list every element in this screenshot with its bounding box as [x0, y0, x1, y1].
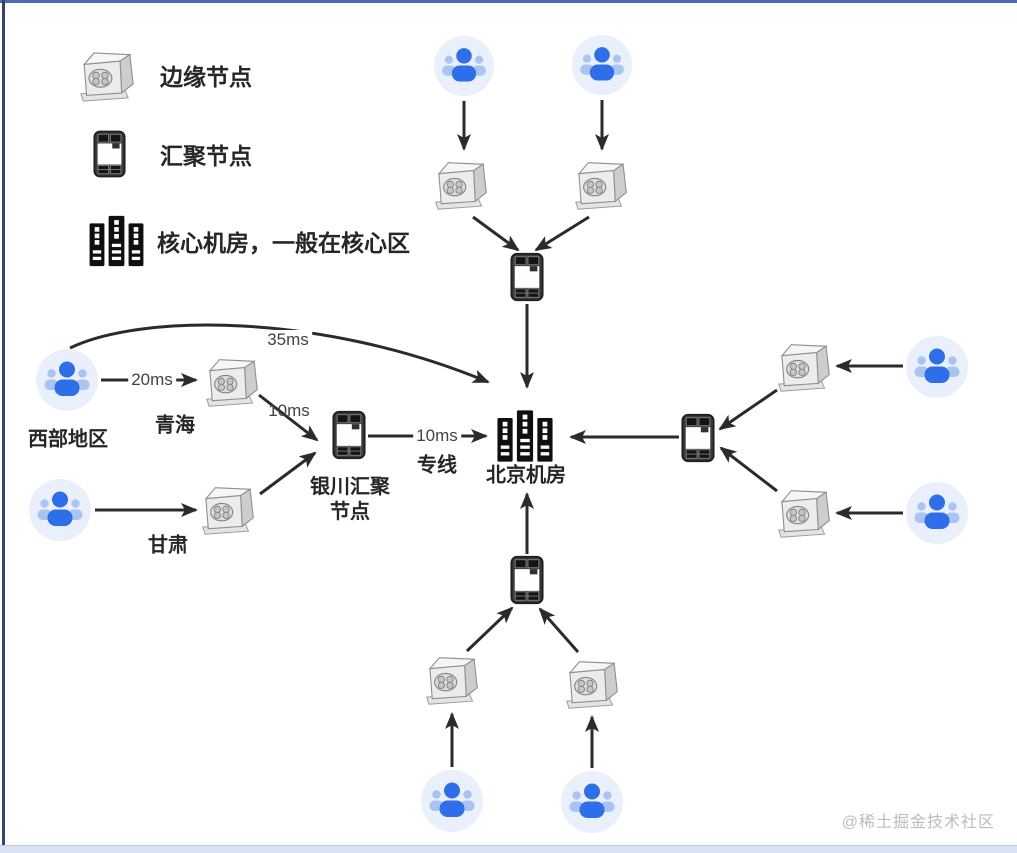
arrow-qinghai-to-yinchuan: [258, 393, 319, 442]
user-group-icon: [28, 478, 92, 542]
legend-label-edge-node: 边缘节点: [160, 64, 252, 90]
arrow-edge-top1-to-agg-top: [472, 215, 520, 252]
edge-node-qinghai: [202, 353, 262, 409]
qinghai-label: 青海: [155, 414, 195, 437]
legend-item-edge-node: 边缘节点: [76, 46, 252, 104]
edge-node-icon: [774, 338, 834, 394]
arrow-edge-top2-to-agg-top: [534, 215, 590, 252]
edge-node-icon: [431, 156, 491, 212]
user-node-bottom-2: [560, 770, 624, 834]
user-group-icon: [560, 770, 624, 834]
edge-node-gansu: [198, 481, 258, 537]
aggregation-node-icon: [510, 252, 544, 302]
beijing-room-label: 北京机房: [486, 464, 566, 487]
user-node-top-1: [433, 35, 495, 97]
edge-node-right-1: [774, 338, 834, 394]
user-group-icon: [905, 335, 969, 399]
aggregation-node-bottom: [510, 555, 544, 605]
legend-label-core-room: 核心机房，一般在核心区: [157, 230, 410, 256]
window-left-border: [2, 0, 5, 853]
edge-node-icon: [76, 46, 138, 104]
legend-label-aggregation-node: 汇聚节点: [160, 143, 252, 169]
arrow-edge-right1-to-agg-right: [718, 388, 778, 431]
user-group-icon: [35, 348, 99, 412]
aggregation-node-icon: [93, 130, 126, 178]
yinchuan-label-line1: 银川汇聚: [310, 476, 390, 498]
yinchuan-label-line2: 节点: [330, 501, 370, 523]
legend-item-core-room: 核心机房，一般在核心区: [88, 215, 410, 267]
edge-node-top-2: [571, 156, 631, 212]
user-node-west-region: [35, 348, 99, 412]
user-node-bottom-1: [420, 769, 484, 833]
arrow-edge-bottom2-to-agg-bottom: [538, 607, 580, 653]
edge-node-bottom-1: [422, 651, 482, 707]
edge-node-right-2: [774, 484, 834, 540]
edge-node-top-1: [431, 156, 491, 212]
latency-label-10ms-qinghai-yinchuan: 10ms: [268, 401, 310, 420]
aggregation-node-right: [681, 413, 715, 463]
west-region-label: 西部地区: [28, 428, 108, 451]
core-room-icon: [497, 409, 554, 463]
user-group-icon: [433, 35, 495, 97]
user-node-gansu: [28, 478, 92, 542]
edge-node-icon: [562, 655, 622, 711]
core-room-icon: [88, 215, 145, 267]
window-bottom-strip: [0, 845, 1017, 853]
gansu-label: 甘肃: [148, 534, 188, 557]
arrow-west-user-to-beijing-35ms: [69, 323, 490, 384]
edge-node-icon: [774, 484, 834, 540]
arrow-edge-bottom1-to-agg-bottom: [465, 606, 514, 653]
edge-node-bottom-2: [562, 655, 622, 711]
aggregation-node-icon: [332, 410, 366, 460]
edge-node-icon: [198, 481, 258, 537]
edge-node-icon: [202, 353, 262, 409]
user-node-top-2: [571, 34, 633, 96]
aggregation-node-top: [510, 252, 544, 302]
yinchuan-node-label: 银川汇聚 节点: [310, 475, 390, 525]
latency-label-10ms-yinchuan-beijing: 10ms: [413, 426, 461, 446]
user-node-right-1: [905, 335, 969, 399]
window-top-border: [0, 0, 1017, 3]
user-group-icon: [571, 34, 633, 96]
edge-node-icon: [422, 651, 482, 707]
aggregation-node-icon: [510, 555, 544, 605]
core-room-beijing: [497, 409, 554, 463]
user-group-icon: [905, 481, 969, 545]
watermark: @稀土掘金技术社区: [841, 814, 995, 831]
dedicated-line-label: 专线: [417, 454, 457, 477]
user-node-right-2: [905, 481, 969, 545]
arrow-gansu-to-yinchuan: [259, 451, 317, 496]
edge-node-icon: [571, 156, 631, 212]
latency-label-35ms: 35ms: [264, 330, 312, 350]
legend-item-aggregation-node: 汇聚节点: [93, 130, 252, 178]
arrow-edge-right2-to-agg-right: [719, 446, 778, 493]
user-group-icon: [420, 769, 484, 833]
aggregation-node-icon: [681, 413, 715, 463]
aggregation-node-yinchuan: [332, 410, 366, 460]
latency-label-20ms: 20ms: [128, 370, 176, 390]
